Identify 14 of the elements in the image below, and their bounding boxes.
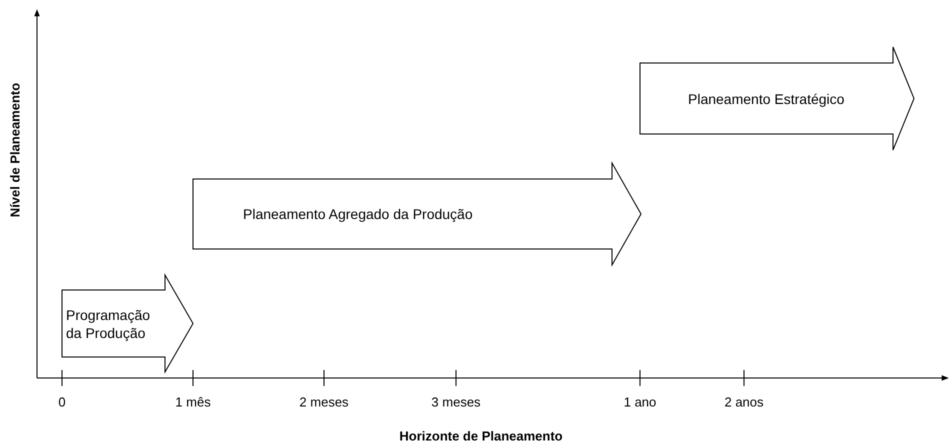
phase-label: Planeamento Agregado da Produção (243, 204, 474, 224)
axis-title: Nível de Planeamento (8, 82, 22, 218)
tick-label: 2 anos (724, 394, 764, 410)
tick-label: 1 ano (624, 394, 656, 410)
phase-label: Planeamento Estratégico (688, 89, 846, 108)
phase-label: Programação da Produção (66, 305, 152, 342)
tick-label: 1 mês (175, 394, 211, 410)
planning-phase-block (640, 47, 914, 150)
planning-phase-block (193, 163, 641, 265)
tick-label: 3 meses (431, 394, 481, 410)
axis-title: Horizonte de Planeamento (399, 428, 563, 443)
planning-phase-block (62, 275, 193, 372)
tick-label: 0 (58, 394, 66, 410)
tick-label: 2 meses (299, 394, 349, 410)
